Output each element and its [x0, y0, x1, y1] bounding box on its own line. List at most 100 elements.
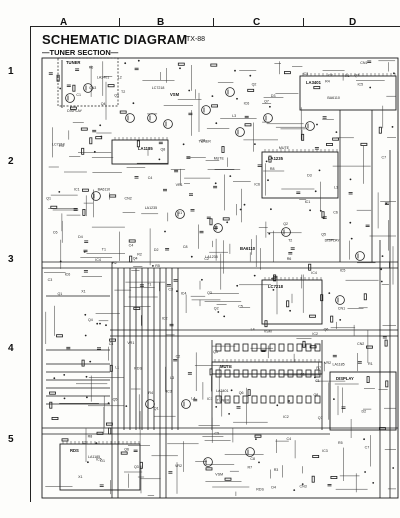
resistor-symbol	[81, 147, 85, 155]
resistor-symbol	[49, 391, 56, 395]
junction-dot	[182, 143, 185, 146]
part-label: LA1235	[205, 255, 217, 259]
part-label: RDS	[134, 367, 142, 371]
part-label: LA3401	[97, 76, 109, 80]
part-label: R1	[368, 362, 373, 366]
junction-dot	[226, 221, 229, 224]
part-label: Q2	[252, 83, 257, 87]
resistor-symbol	[120, 451, 128, 455]
block-caption: LC7218	[268, 284, 284, 289]
junction-dot	[255, 438, 257, 440]
junction-dot	[253, 274, 256, 277]
circuit-frame	[41, 57, 399, 499]
row-label-4: 4	[8, 343, 14, 354]
driver-cell	[305, 369, 312, 378]
junction-dot	[215, 406, 218, 408]
junction-dot	[335, 131, 338, 134]
resistor-symbol	[50, 205, 58, 209]
part-label: IC2	[283, 415, 289, 419]
junction-dot	[53, 377, 56, 380]
part-label: DISPLAY	[67, 109, 83, 113]
part-label: LC7218	[52, 142, 65, 146]
driver-cell	[233, 395, 240, 404]
junction-dot	[228, 413, 231, 415]
part-label: C4	[148, 176, 153, 180]
resistor-symbol	[70, 106, 77, 110]
driver-cell	[215, 343, 222, 352]
driver-cell	[296, 395, 303, 404]
part-label: IC6	[65, 272, 71, 276]
section-subtitle: —TUNER SECTION—	[42, 48, 119, 57]
junction-dot	[254, 143, 256, 146]
driver-cell	[269, 395, 276, 404]
transistor-symbol	[147, 113, 157, 123]
part-label: T1	[102, 248, 106, 252]
resistor-symbol	[56, 74, 60, 82]
resistor-symbol	[311, 475, 315, 483]
transistor-symbol	[235, 127, 245, 137]
resistor-symbol	[133, 306, 141, 310]
junction-dot	[188, 89, 191, 92]
junction-dot	[269, 105, 271, 108]
part-label: IC6	[254, 183, 260, 187]
part-label: R7	[316, 366, 321, 370]
part-label: C1	[315, 379, 320, 383]
part-label: D4	[78, 235, 83, 239]
part-label: Q3	[134, 465, 139, 469]
transistor-symbol	[91, 191, 101, 201]
junction-dot	[152, 265, 154, 267]
junction-dot	[272, 289, 275, 291]
resistor-symbol	[224, 477, 232, 481]
part-label: R3	[59, 144, 64, 148]
resistor-symbol	[72, 84, 76, 92]
part-label: Q8	[161, 148, 166, 152]
part-label: R6	[287, 257, 292, 261]
part-label: IC2	[312, 332, 318, 336]
driver-cell	[242, 343, 249, 352]
resistor-symbol	[247, 88, 255, 92]
part-label: LA1235	[145, 206, 157, 210]
resistor-symbol	[363, 293, 367, 301]
junction-dot	[349, 221, 352, 224]
part-label: Q4	[101, 102, 106, 106]
junction-dot	[86, 396, 88, 399]
part-label: R3	[274, 468, 279, 472]
resistor-symbol	[209, 368, 213, 376]
driver-cell	[305, 395, 312, 404]
resistor-symbol	[309, 345, 317, 349]
junction-dot	[318, 169, 321, 172]
part-label: L4	[251, 327, 255, 331]
part-label: L2	[82, 440, 86, 444]
junction-dot	[99, 124, 102, 127]
part-label: VSM	[215, 473, 223, 477]
junction-dot	[314, 190, 317, 193]
junction-dot	[268, 232, 271, 235]
part-label: IC2	[162, 316, 168, 320]
driver-cell	[305, 343, 312, 352]
resistor-symbol	[128, 239, 136, 243]
resistor-symbol	[61, 438, 69, 442]
part-label: R2	[112, 261, 117, 265]
part-label: D2	[154, 248, 159, 252]
transistor-symbol	[263, 113, 273, 123]
driver-cell	[251, 343, 258, 352]
junction-dot	[85, 375, 88, 378]
column-divider	[213, 18, 214, 27]
junction-dot	[258, 461, 260, 464]
driver-cell	[278, 343, 285, 352]
driver-cell	[242, 395, 249, 404]
driver-cell	[296, 343, 303, 352]
part-label: C4	[287, 437, 292, 441]
driver-cell	[251, 369, 258, 378]
junction-dot	[107, 402, 110, 404]
transistor-symbol	[203, 457, 213, 467]
driver-cell	[215, 369, 222, 378]
part-label: C4	[129, 244, 134, 248]
top-border	[30, 26, 400, 27]
ic-block-outline	[111, 139, 169, 165]
part-label: R4	[325, 79, 330, 83]
part-label: C6	[53, 230, 58, 234]
resistor-symbol	[309, 314, 316, 318]
part-label: LC7218	[152, 86, 165, 90]
